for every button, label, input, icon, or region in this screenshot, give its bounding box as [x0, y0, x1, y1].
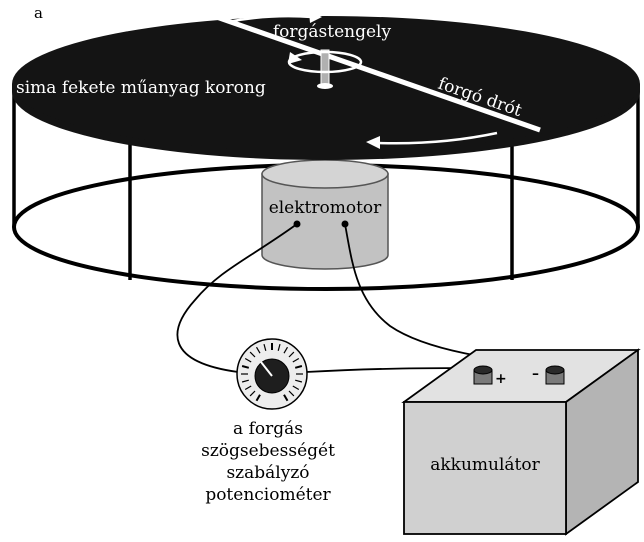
upper-rotation-arrow — [227, 11, 322, 24]
minus-sign: – — [532, 366, 539, 382]
electric-motor: elektromotor — [261, 159, 389, 270]
potentiometer-tick — [249, 390, 256, 397]
potentiometer-tick — [292, 357, 300, 363]
potentiometer-tick — [283, 346, 289, 354]
potentiometer-label-line-2: szögsebességét — [201, 441, 335, 461]
potentiometer-tick — [255, 346, 261, 354]
potentiometer-scale — [241, 343, 303, 402]
motor-top — [261, 159, 389, 189]
potentiometer-label-line-3: szabályzó — [226, 463, 309, 483]
cage-posts — [12, 84, 640, 280]
axis-label: forgástengely — [273, 22, 392, 42]
battery: akkumulátor + – — [401, 348, 641, 536]
potentiometer-label-line-4: potenciométer — [205, 485, 331, 505]
potentiometer-tick — [241, 365, 250, 369]
motor-body — [261, 173, 389, 270]
potentiometer-tick — [263, 343, 267, 351]
lower-rotation-arrow — [366, 131, 498, 149]
potentiometer-tick — [288, 390, 295, 397]
battery-terminal-plus: + — [473, 365, 507, 387]
potentiometer-tick — [294, 365, 303, 369]
battery-front-face — [403, 401, 567, 535]
rotation-axis — [287, 49, 363, 89]
potentiometer-tick — [295, 379, 303, 383]
potentiometer-tick — [244, 357, 252, 363]
potentiometer-tick — [292, 385, 300, 391]
axis-base — [317, 83, 333, 89]
potentiometer-label-line-1: a forgás — [233, 419, 303, 439]
rotating-wire — [207, 11, 541, 133]
potentiometer-tick — [241, 379, 249, 383]
potentiometer-tick — [244, 385, 252, 391]
motor-label: elektromotor — [269, 198, 382, 218]
potentiometer-tick — [255, 394, 261, 402]
potentiometer-tick — [277, 343, 281, 351]
battery-terminal-minus: – — [532, 365, 565, 385]
rotation-loop-arrowhead — [288, 52, 302, 64]
potentiometer-tick — [249, 351, 256, 358]
potentiometer[interactable] — [236, 338, 308, 410]
potentiometer-pointer — [260, 361, 273, 377]
wire-motor-to-potentiometer — [176, 223, 298, 373]
panel-label: a — [34, 4, 43, 22]
potentiometer-tick — [283, 394, 289, 402]
axis-rod — [320, 49, 330, 87]
potentiometer-tick — [288, 351, 295, 358]
battery-label: akkumulátor — [430, 455, 540, 475]
plus-sign: + — [495, 371, 507, 387]
disk-label: sima fekete műanyag korong — [16, 78, 266, 98]
